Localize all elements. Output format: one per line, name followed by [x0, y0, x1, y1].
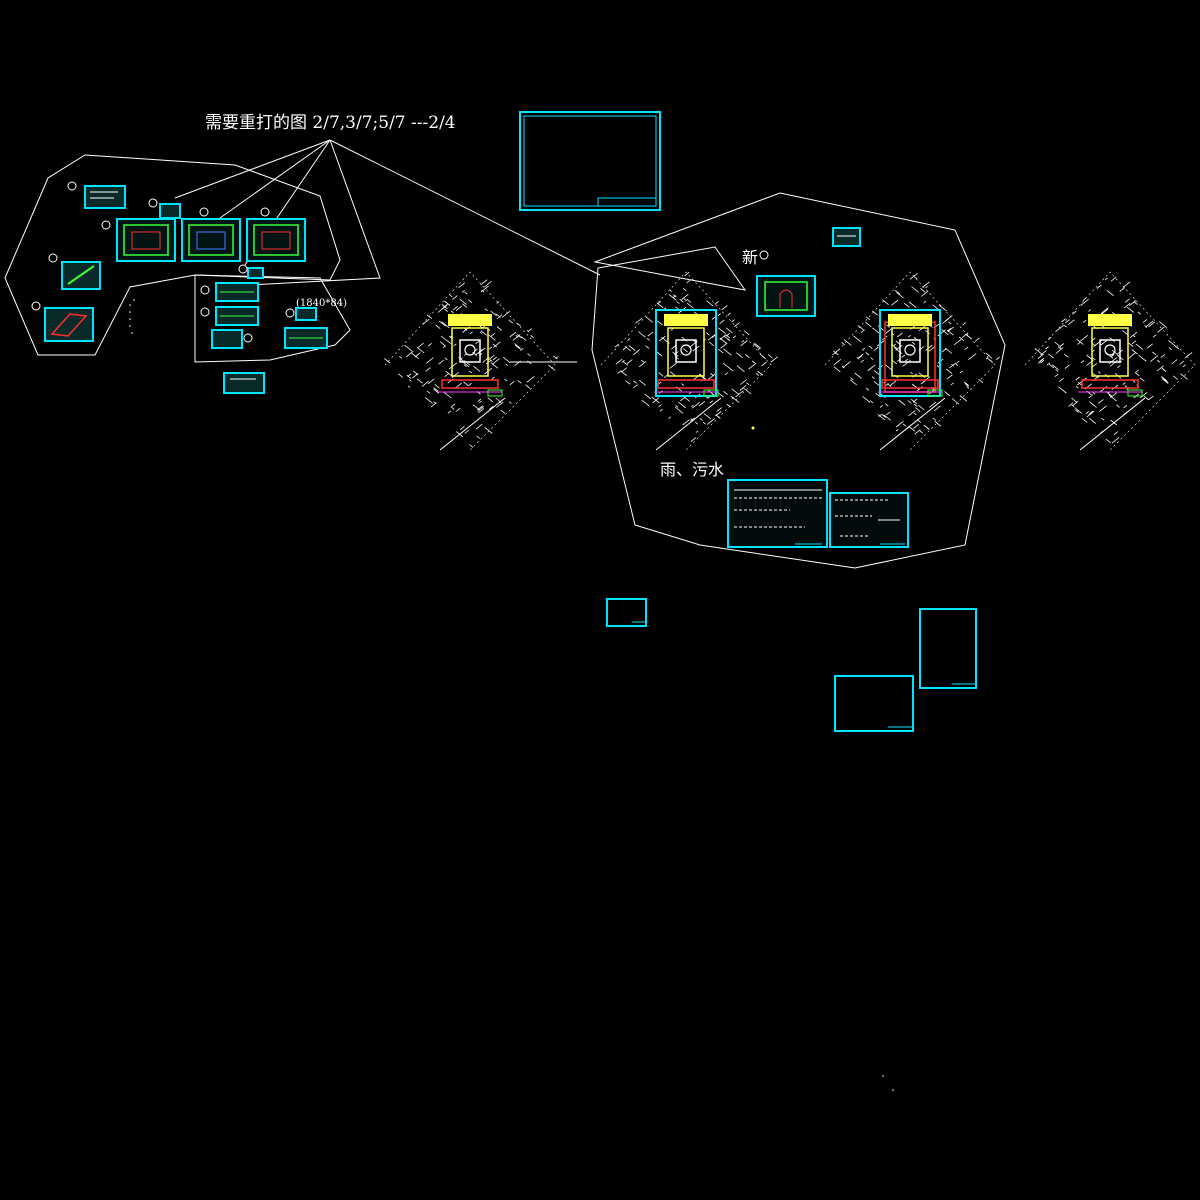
floor-plan-1[interactable]	[116, 218, 176, 262]
sheet-section-2[interactable]	[215, 306, 259, 326]
stormwater-label: 雨、污水	[660, 460, 725, 479]
sheet-detail-a[interactable]	[159, 203, 181, 219]
sheet-isolated[interactable]	[223, 372, 265, 394]
title-frame-top[interactable]	[519, 111, 661, 211]
mid-cloud-outline	[194, 274, 351, 363]
sheet-diagonal-2[interactable]	[44, 307, 94, 342]
new-label: 新	[742, 248, 759, 267]
sheet-section-1[interactable]	[215, 282, 259, 302]
stormwater-schedule-1[interactable]	[727, 479, 828, 548]
sheet-legend[interactable]	[84, 185, 126, 209]
site-plan-1[interactable]	[383, 271, 559, 451]
floor-plan-2[interactable]	[181, 218, 241, 262]
sheet-mini-a[interactable]	[247, 267, 264, 279]
site-plan-3[interactable]	[824, 271, 1000, 451]
reprint-note: 需要重打的图 2/7,3/7;5/7 ---2/4	[205, 113, 456, 133]
note-leader-lines	[174, 139, 601, 286]
stray-point	[892, 1089, 894, 1091]
title-frame-landscape[interactable]	[834, 675, 914, 732]
stray-point	[882, 1075, 884, 1077]
size-note: (1840*84)	[296, 298, 347, 309]
dotted-trail	[129, 299, 135, 334]
sheet-section-4[interactable]	[284, 327, 328, 349]
right-cloud-outline	[591, 192, 1006, 569]
sheet-marker-icon	[31, 181, 769, 343]
left-cloud-outline	[4, 154, 341, 356]
site-plan-2[interactable]	[600, 271, 778, 451]
stray-point	[751, 426, 755, 430]
sheet-diagonal-1[interactable]	[61, 261, 101, 290]
floor-plan-3[interactable]	[246, 218, 306, 262]
site-plan-4[interactable]	[1024, 271, 1196, 451]
sheet-section-3[interactable]	[211, 329, 243, 349]
stormwater-schedule-2[interactable]	[829, 492, 909, 548]
title-frame-small[interactable]	[606, 598, 647, 627]
sheet-mini-b[interactable]	[295, 307, 317, 321]
new-site-detail[interactable]	[756, 275, 816, 317]
title-frame-portrait[interactable]	[919, 608, 977, 689]
sheet-mini-c[interactable]	[832, 227, 861, 247]
